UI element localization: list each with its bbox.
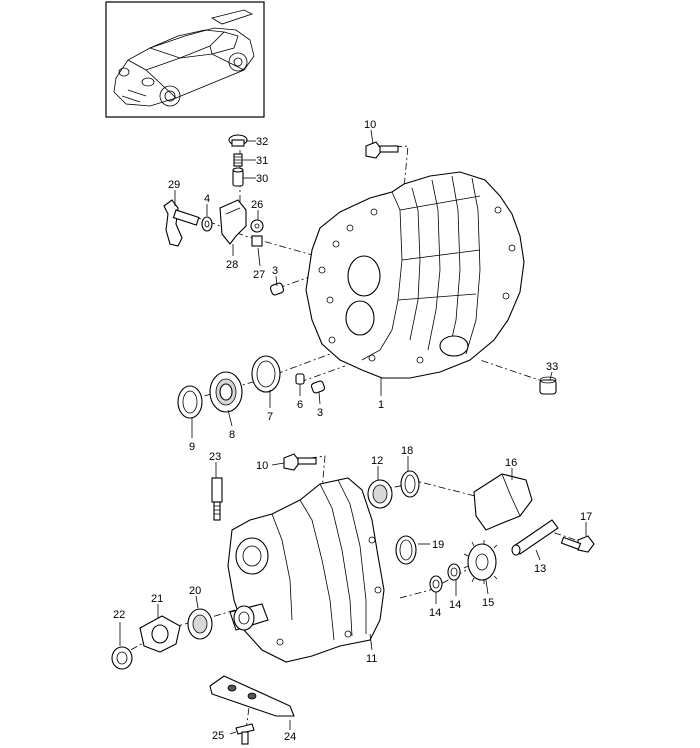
callout-28: 28 xyxy=(226,259,238,271)
callout-18: 18 xyxy=(401,445,413,457)
callout-19: 19 xyxy=(432,539,444,551)
seal-4-icon xyxy=(201,216,213,232)
callout-29: 29 xyxy=(168,179,180,191)
flange-21-icon xyxy=(139,615,181,653)
bolt-17-icon xyxy=(560,535,595,553)
guard-plate-24-icon xyxy=(209,675,295,717)
callout-9: 9 xyxy=(189,441,195,453)
callout-3-upper: 3 xyxy=(272,265,278,277)
clip-27-icon xyxy=(251,235,263,247)
bracket-28-icon xyxy=(219,199,247,245)
bolt-10-upper-icon xyxy=(365,141,399,159)
upper-housing xyxy=(305,171,525,379)
callout-21: 21 xyxy=(151,593,163,605)
screw-25-icon xyxy=(235,723,255,745)
spring-31-icon xyxy=(233,153,243,167)
callout-labels: 32 31 30 29 4 26 28 27 3 10 33 9 8 7 6 3… xyxy=(113,119,592,743)
callout-4: 4 xyxy=(204,193,210,205)
callout-14-right: 14 xyxy=(449,599,461,611)
plug-22-icon xyxy=(111,646,133,670)
bolt-10-lower-icon xyxy=(283,453,317,471)
callout-10-lower: 10 xyxy=(256,460,268,472)
callout-10-upper: 10 xyxy=(364,119,376,131)
circlip-19-icon xyxy=(395,535,417,565)
plug-32-icon xyxy=(228,134,248,147)
callout-32: 32 xyxy=(256,136,268,148)
sensor-23-icon xyxy=(211,477,223,521)
circlip-7-icon xyxy=(251,355,281,393)
vehicle-thumbnail xyxy=(105,1,265,118)
callout-23: 23 xyxy=(209,451,221,463)
bearing-12-icon xyxy=(367,479,393,509)
shaft-13-icon xyxy=(511,519,559,556)
callout-30: 30 xyxy=(256,173,268,185)
callout-6: 6 xyxy=(297,399,303,411)
callout-11: 11 xyxy=(366,653,377,665)
needle-bearing-14b-icon xyxy=(447,563,461,581)
sleeve-3-lower-icon xyxy=(310,380,326,394)
callout-33: 33 xyxy=(546,361,558,373)
needle-bearing-14a-icon xyxy=(429,575,443,593)
bush-26-icon xyxy=(250,219,264,233)
callout-17: 17 xyxy=(580,511,592,523)
callout-3-lower: 3 xyxy=(317,407,323,419)
bearing-20-icon xyxy=(187,608,213,640)
callout-25: 25 xyxy=(212,730,224,742)
callout-14-left: 14 xyxy=(429,607,441,619)
callout-27: 27 xyxy=(253,269,265,281)
callout-22: 22 xyxy=(113,609,125,621)
sleeve-3-upper-icon xyxy=(269,282,285,296)
leader-lines xyxy=(119,129,587,735)
callout-24: 24 xyxy=(284,731,296,743)
callout-13: 13 xyxy=(534,563,546,575)
small-parts xyxy=(111,134,595,745)
piston-30-icon xyxy=(232,167,244,187)
circlip-9-icon xyxy=(177,385,203,419)
callout-20: 20 xyxy=(189,585,201,597)
callout-26: 26 xyxy=(251,199,263,211)
callout-7: 7 xyxy=(267,411,273,423)
callout-16: 16 xyxy=(505,457,517,469)
callout-1: 1 xyxy=(378,399,384,411)
callout-12: 12 xyxy=(371,455,383,467)
pin-6-icon xyxy=(295,373,305,385)
lower-housing xyxy=(227,477,385,663)
shift-lever-29-icon xyxy=(163,199,200,247)
bearing-8-icon xyxy=(209,371,243,413)
callout-31: 31 xyxy=(256,155,268,167)
car-illustration-icon xyxy=(113,9,255,107)
callout-8: 8 xyxy=(229,429,235,441)
callout-15: 15 xyxy=(482,597,494,609)
circlip-18-icon xyxy=(400,470,420,498)
gear-15-icon xyxy=(463,540,498,584)
cover-16-icon xyxy=(473,473,533,531)
plug-33-icon xyxy=(539,376,557,395)
